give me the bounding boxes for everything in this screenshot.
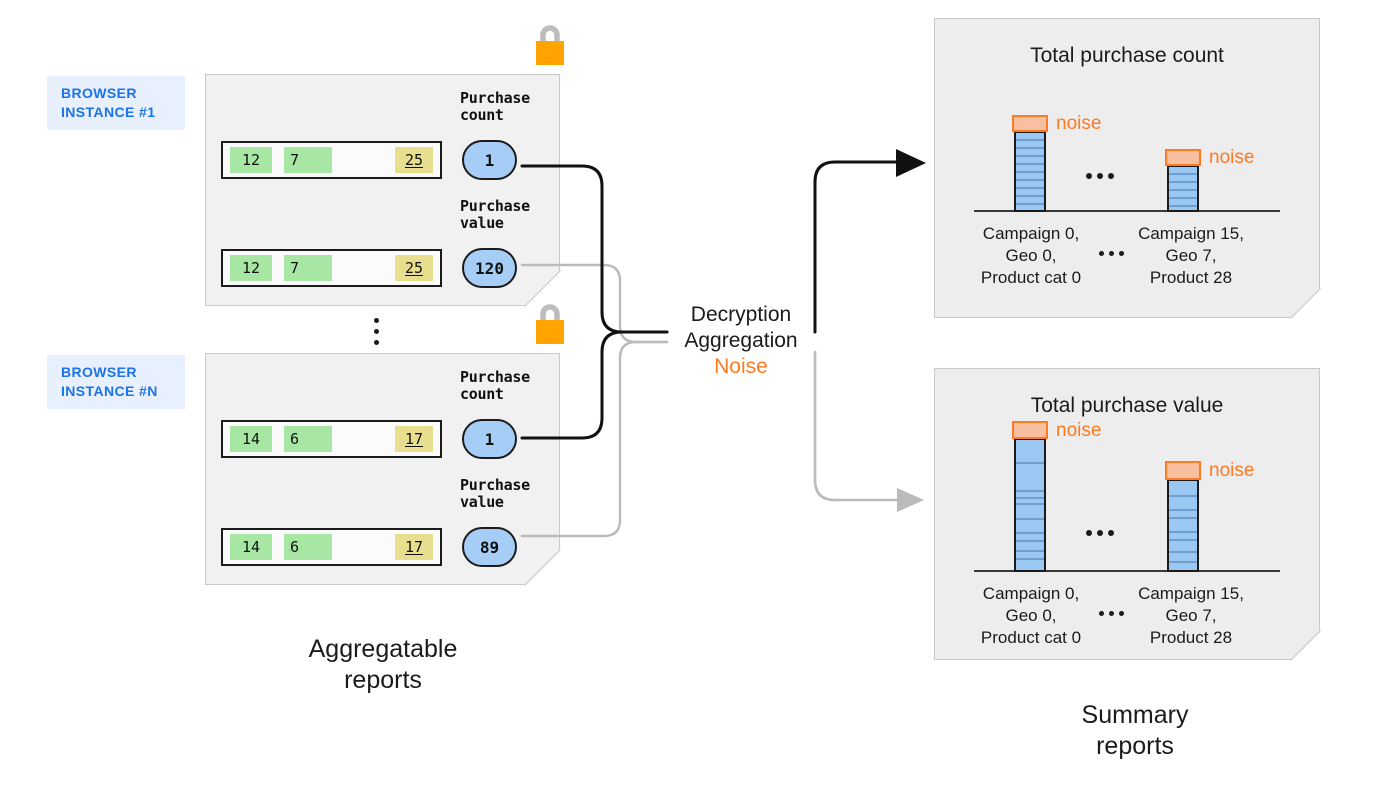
noise-label: noise	[1056, 420, 1102, 441]
arrow-right-icon	[897, 488, 924, 512]
chart-bar	[1014, 131, 1046, 212]
chart-bar	[1014, 438, 1046, 572]
panel-fold-edge	[524, 549, 561, 586]
report-cell-dimension-1: 14	[230, 426, 272, 452]
aggregatable-report-panel-1: 12 7 25 12 7 25 Purchase count 1 Purchas…	[205, 74, 561, 307]
report-cell-metric: 25	[395, 255, 433, 281]
process-decryption: Decryption	[690, 303, 792, 326]
chart-baseline	[974, 210, 1280, 212]
report-cell-dimension-2: 7	[284, 255, 332, 281]
purchase-count-pill: 1	[462, 140, 517, 180]
vertical-ellipsis-icon	[374, 318, 379, 345]
process-aggregation: Aggregation	[684, 329, 798, 352]
lock-icon	[536, 304, 564, 344]
panel-fold-edge	[1290, 630, 1321, 661]
summary-report-count-panel: Total purchase count noise noise Campaig…	[934, 18, 1321, 319]
noise-label: noise	[1209, 147, 1255, 168]
purchase-count-label: Purchase count	[460, 368, 530, 403]
report-cell-metric: 25	[395, 147, 433, 173]
report-row: 12 7 25	[221, 249, 442, 287]
aggregatable-reports-caption: Aggregatable reports	[308, 635, 458, 694]
chart-category-label: Campaign 0, Geo 0, Product cat 0	[980, 584, 1082, 647]
count-output-line	[813, 160, 900, 334]
report-cell-dimension-1: 12	[230, 255, 272, 281]
chart-category-label: Campaign 15, Geo 7, Product 28	[1138, 224, 1244, 287]
chart-category-label: Campaign 0, Geo 0, Product cat 0	[980, 224, 1082, 287]
chart-bar	[1167, 479, 1199, 572]
summary-report-value-panel: Total purchase value noise noise Campaig…	[934, 368, 1321, 661]
horizontal-ellipsis-icon	[1099, 611, 1124, 616]
noise-label: noise	[1056, 113, 1102, 134]
process-label: Decryption Aggregation Noise	[665, 302, 817, 380]
purchase-value-label: Purchase value	[460, 197, 530, 232]
panel-fold-edge	[1290, 288, 1321, 319]
panel-surface	[934, 18, 1320, 318]
report-cell-dimension-2: 6	[284, 534, 332, 560]
purchase-value-pill: 120	[462, 248, 517, 288]
aggregatable-report-panel-n: 14 6 17 14 6 17 Purchase count 1 Purchas…	[205, 353, 561, 586]
report-row: 14 6 17	[221, 528, 442, 566]
report-cell-dimension-1: 12	[230, 147, 272, 173]
report-cell-dimension-2: 6	[284, 426, 332, 452]
report-cell-dimension-1: 14	[230, 534, 272, 560]
chart-title: Total purchase count	[1030, 44, 1224, 67]
panel-surface	[934, 368, 1320, 660]
process-noise: Noise	[714, 355, 768, 378]
chart-noise-segment	[1165, 461, 1201, 480]
horizontal-ellipsis-icon	[1086, 173, 1114, 179]
summary-reports-caption: Summary reports	[1081, 701, 1189, 760]
arrow-right-icon	[896, 149, 926, 177]
purchase-value-pill: 89	[462, 527, 517, 567]
chart-category-label: Campaign 15, Geo 7, Product 28	[1138, 584, 1244, 647]
purchase-count-pill: 1	[462, 419, 517, 459]
report-cell-metric: 17	[395, 426, 433, 452]
chart-noise-segment	[1012, 421, 1048, 439]
value-output-line	[813, 350, 900, 502]
lock-icon	[536, 25, 564, 65]
report-row: 12 7 25	[221, 141, 442, 179]
purchase-count-label: Purchase count	[460, 89, 530, 124]
report-row: 14 6 17	[221, 420, 442, 458]
noise-label: noise	[1209, 460, 1255, 481]
browser-instance-n-tag: BROWSER INSTANCE #N	[47, 355, 185, 409]
chart-baseline	[974, 570, 1280, 572]
report-cell-dimension-2: 7	[284, 147, 332, 173]
horizontal-ellipsis-icon	[1086, 530, 1114, 536]
horizontal-ellipsis-icon	[1099, 251, 1124, 256]
purchase-value-label: Purchase value	[460, 476, 530, 511]
chart-title: Total purchase value	[1030, 394, 1224, 417]
chart-bar	[1167, 165, 1199, 212]
report-cell-metric: 17	[395, 534, 433, 560]
browser-instance-1-tag: BROWSER INSTANCE #1	[47, 76, 185, 130]
chart-noise-segment	[1165, 149, 1201, 166]
chart-noise-segment	[1012, 115, 1048, 132]
